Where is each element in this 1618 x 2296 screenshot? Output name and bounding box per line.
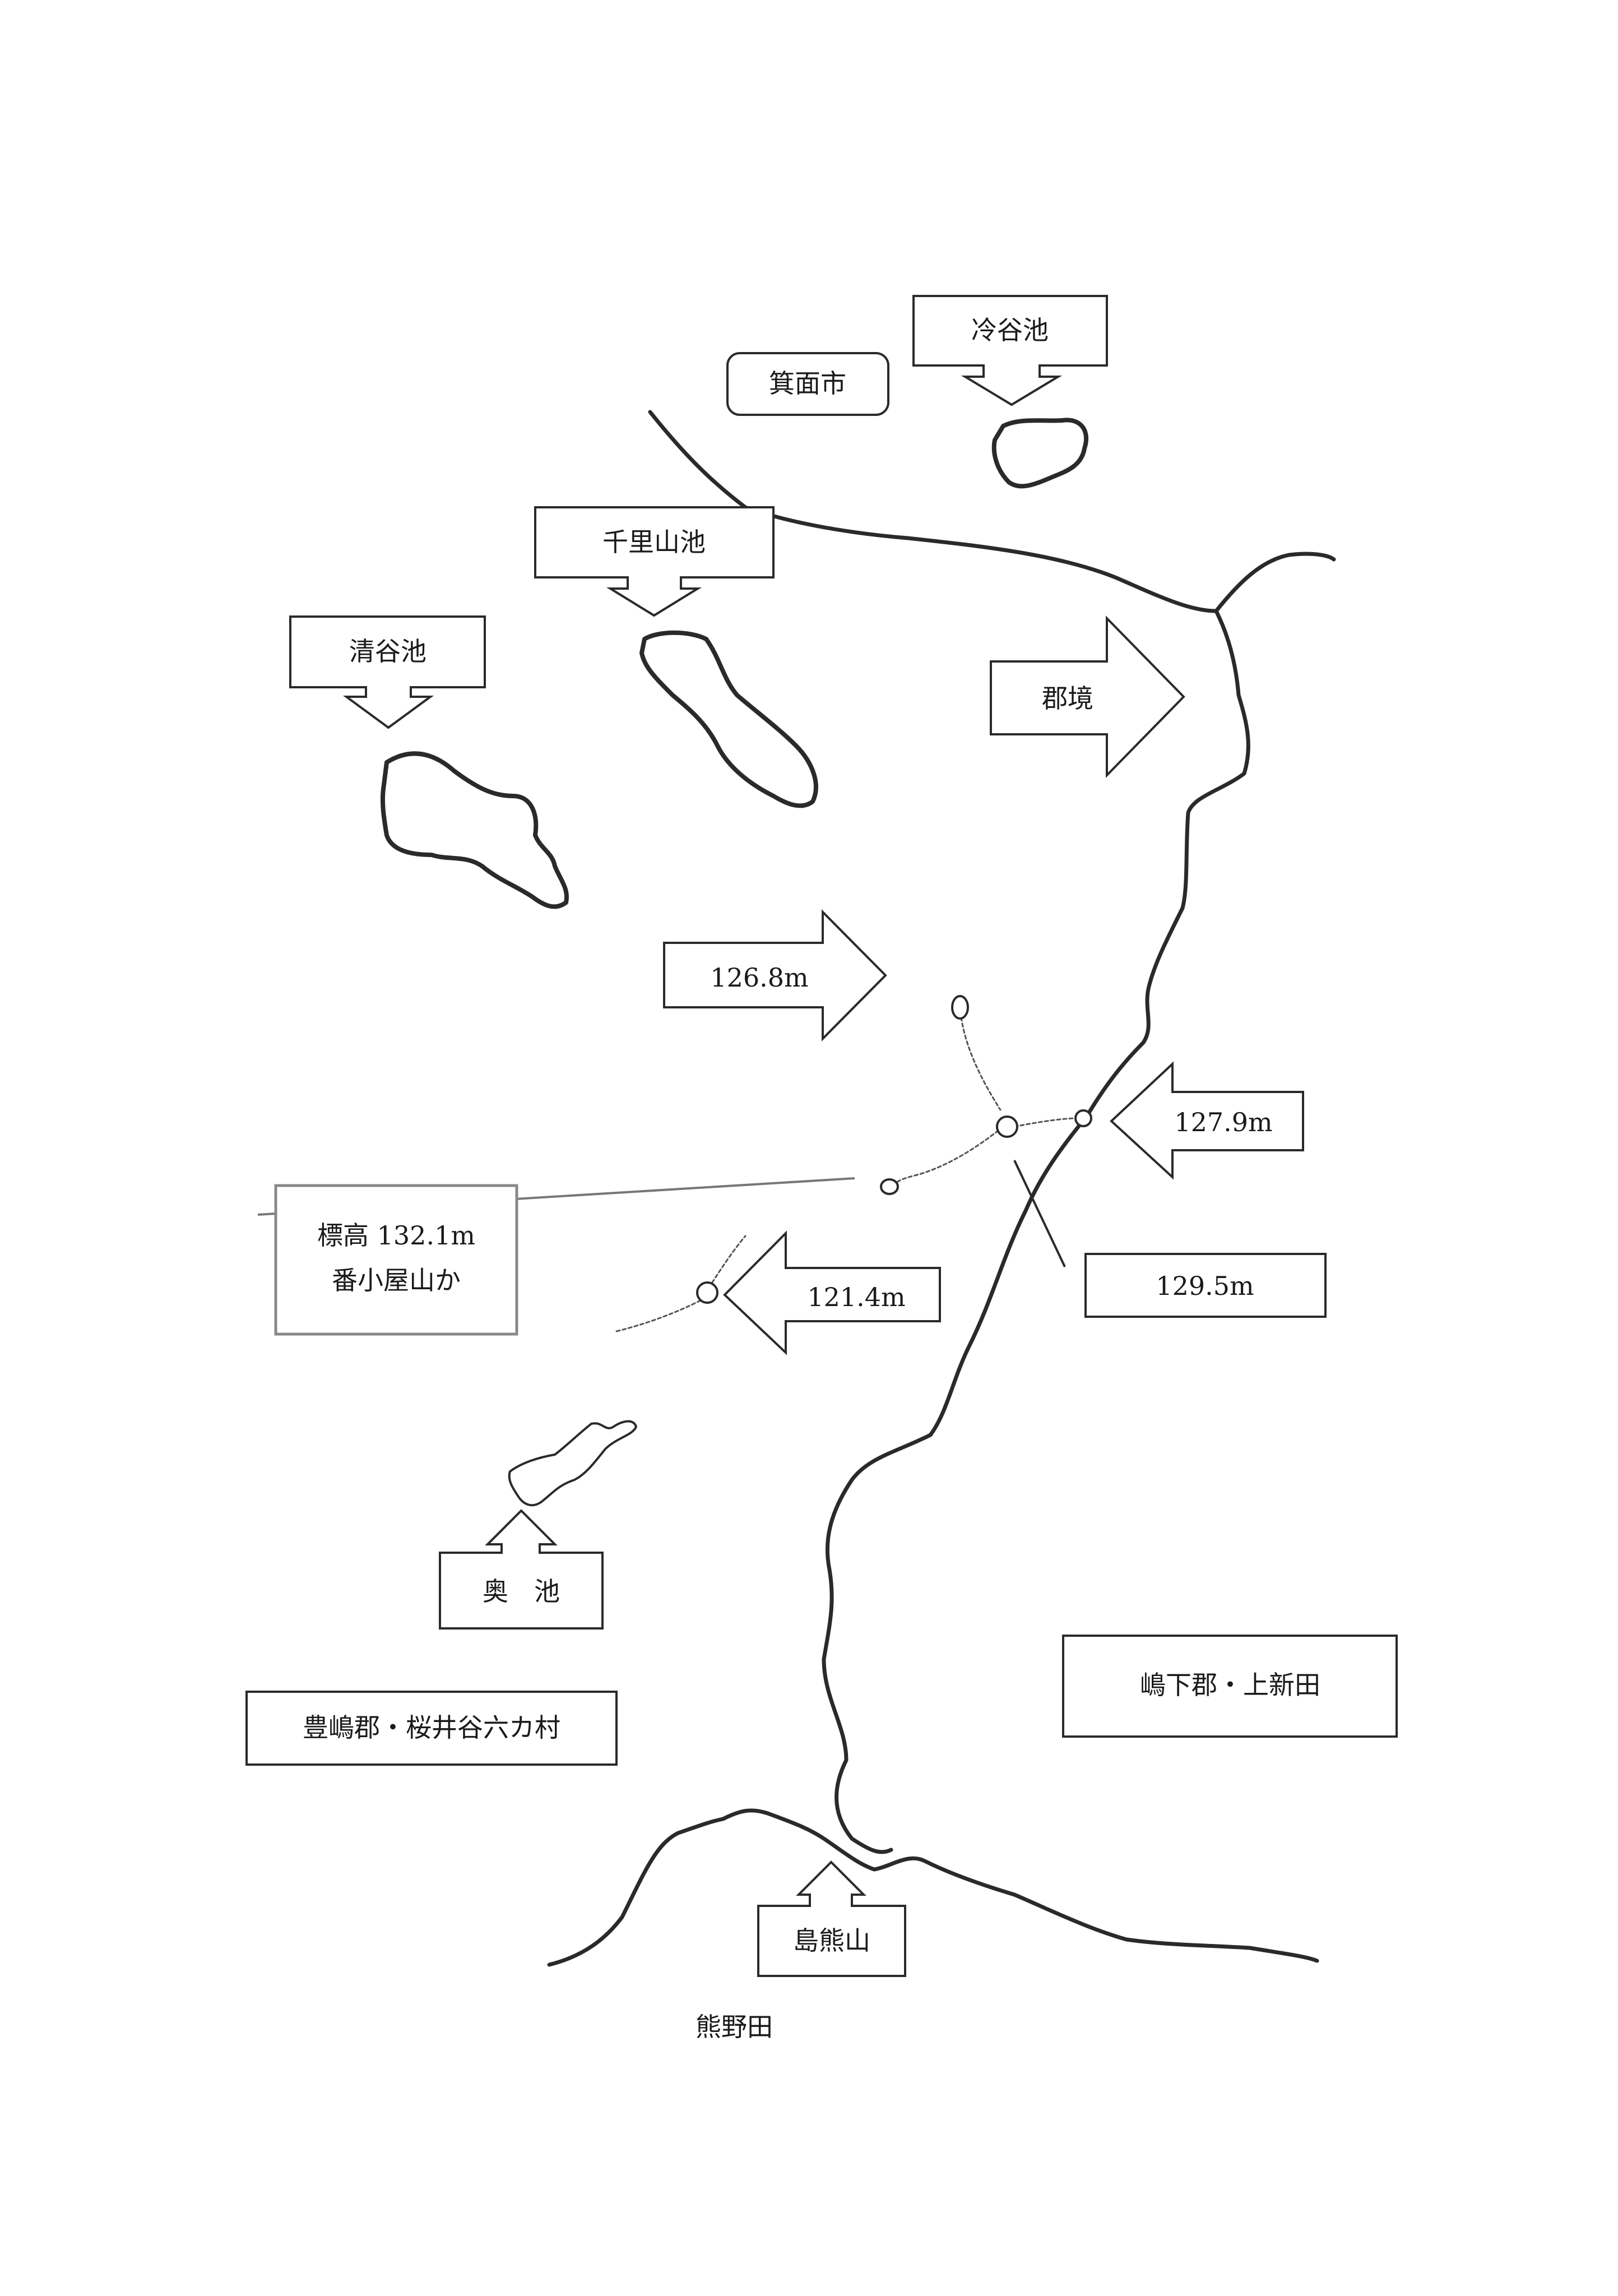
elevation-129-box <box>1084 1253 1327 1318</box>
summit-label-box <box>274 1184 518 1336</box>
peak-127-mark <box>1074 1109 1092 1127</box>
trail-east <box>1013 1117 1077 1128</box>
west-region-box <box>245 1691 618 1766</box>
elevation-121-arrow <box>723 1230 941 1355</box>
county-boundary-arrow <box>990 615 1185 778</box>
county-boundary-line <box>822 609 1250 1854</box>
elevation-121-label: 121.4m <box>807 1282 905 1312</box>
trail-to-126-peak <box>960 1016 1002 1111</box>
peak-summit-mark <box>996 1115 1018 1138</box>
west-region-label: 豊嶋郡・桜井谷六カ村 <box>303 1712 560 1743</box>
kiyotani-pond-label: 清谷池 <box>349 636 426 666</box>
south-boundary-line <box>547 1808 1319 1967</box>
kiyotani-pond-shape <box>380 751 569 909</box>
kiyotani-pond-callout <box>289 615 486 729</box>
senriyama-pond-label: 千里山池 <box>602 527 706 557</box>
senriyama-pond-shape <box>639 630 818 808</box>
county-boundary-label: 郡境 <box>1042 683 1093 714</box>
minoh-label-box <box>726 352 889 416</box>
elevation-126-label: 126.8m <box>710 962 808 993</box>
elevation-129-leader-line <box>1013 1160 1066 1267</box>
summit-name-label: 番小屋山か <box>332 1265 461 1295</box>
oku-pond-callout <box>439 1509 604 1630</box>
mountain-label: 島熊山 <box>793 1925 870 1956</box>
peak-126-mark <box>951 995 969 1020</box>
oku-pond-label: 奥 池 <box>483 1576 560 1607</box>
hiyadani-pond-shape <box>991 418 1089 489</box>
summit-elevation-label: 標高 132.1m <box>317 1220 475 1251</box>
east-region-box <box>1062 1635 1398 1738</box>
peak-121-mark <box>696 1281 718 1304</box>
hiyadani-pond-callout <box>912 295 1108 406</box>
elevation-127-label: 127.9m <box>1174 1107 1272 1137</box>
mountain-callout <box>757 1860 906 1977</box>
kumanoda-label: 熊野田 <box>696 2012 773 2042</box>
senriyama-pond-callout <box>534 506 775 617</box>
peak-132-mark <box>880 1178 899 1195</box>
oku-pond-shape <box>508 1420 637 1507</box>
elevation-127-arrow <box>1110 1061 1304 1180</box>
hiyadani-pond-label: 冷谷池 <box>971 315 1049 345</box>
minoh-label: 箕面市 <box>769 368 846 399</box>
peak-marks <box>696 995 1092 1304</box>
elevation-126-arrow <box>663 909 887 1041</box>
elevation-129-label: 129.5m <box>1156 1271 1254 1301</box>
trail-west <box>893 1126 1004 1187</box>
east-region-label: 嶋下郡・上新田 <box>1140 1670 1320 1700</box>
